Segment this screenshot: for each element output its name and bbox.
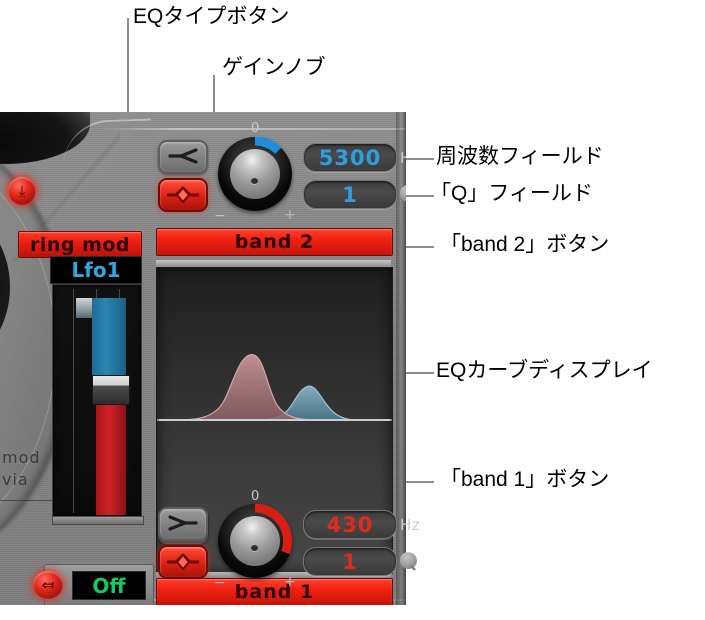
band2-frequency-unit: Hz <box>400 149 406 167</box>
band1-peak-type-button[interactable] <box>158 545 208 579</box>
lfo-source-display[interactable]: Lfo1 <box>50 256 142 284</box>
band-1-button-label: band 1 <box>234 581 315 603</box>
callout-line-eq-curve-display <box>402 372 434 374</box>
fader-base <box>52 516 144 525</box>
mod-via-value-display[interactable]: Off <box>72 571 146 600</box>
band1-shelf-type-button-wrap <box>158 507 208 541</box>
mod-via-divider <box>0 500 78 501</box>
band2-shelf-type-button[interactable] <box>158 140 208 174</box>
panel-top-highlight <box>100 128 406 130</box>
fader-tick <box>73 289 74 513</box>
knob-indicator-dot <box>251 178 258 184</box>
mod-via-label: mod via <box>2 447 41 491</box>
callout-line-q-field <box>402 195 434 197</box>
eq-curve-graph <box>157 353 392 421</box>
knob-indicator-dot <box>251 545 258 551</box>
band-1-button[interactable]: band 1 <box>156 578 393 605</box>
band2-q-unit-icon <box>400 185 406 202</box>
band2-frequency-value: 5300 <box>318 145 382 170</box>
callout-line-band-1-button <box>402 481 434 483</box>
callout-label-eq-curve-display: EQカーブディスプレイ <box>436 359 653 382</box>
band2-gain-plus-label: + <box>284 207 296 223</box>
knob-cap <box>230 516 280 566</box>
band2-q-field[interactable]: 1 <box>303 180 397 209</box>
callout-label-q-field: 「Q」フィールド <box>430 182 593 205</box>
lfo-source-label: Lfo1 <box>71 258 121 282</box>
band2-gain-knob[interactable] <box>218 137 292 211</box>
mod-via-value: Off <box>92 573 126 598</box>
callout-label-eq-type-button: EQタイプボタン <box>133 5 290 28</box>
band1-peak-type-button-wrap <box>158 545 208 579</box>
callout-label-band-1-button: 「band 1」ボタン <box>440 468 610 491</box>
callout-label-frequency-field: 周波数フィールド <box>436 145 604 168</box>
arrow-down-icon: ⤓ <box>18 182 26 200</box>
band1-q-value: 1 <box>342 549 358 574</box>
band1-gain-knob[interactable] <box>218 504 292 578</box>
band2-frequency-field[interactable]: 5300 <box>303 143 397 172</box>
knob-cap <box>230 149 280 199</box>
fader-range-tab[interactable] <box>76 298 93 318</box>
band2-peak-type-button[interactable] <box>158 178 208 212</box>
modulation-down-arrow-button[interactable]: ⤓ <box>8 177 36 205</box>
fader-handle[interactable] <box>92 375 130 405</box>
band1-frequency-field[interactable]: 430 <box>303 510 397 539</box>
callout-label-gain-knob: ゲインノブ <box>222 56 326 79</box>
fader-range-blue <box>92 298 126 388</box>
synth-body-recess <box>0 207 10 367</box>
band2-gain-zero-marker: 0 <box>251 121 260 136</box>
mod-via-back-button[interactable]: ⤆ <box>33 571 63 599</box>
band1-shelf-type-button[interactable] <box>158 507 208 541</box>
band1-frequency-value: 430 <box>326 512 374 537</box>
ring-mod-label: ring mod <box>29 233 131 256</box>
eq-shelf-icon <box>168 515 198 531</box>
ring-mod-button[interactable]: ring mod <box>18 231 142 258</box>
callout-line-band-2-button <box>402 246 434 248</box>
callout-label-band-2-button: 「band 2」ボタン <box>440 233 610 256</box>
band2-gain-arc <box>254 137 282 155</box>
band-2-button-label: band 2 <box>234 231 315 253</box>
band1-q-field[interactable]: 1 <box>303 547 397 576</box>
callout-line-eq-type-button <box>127 18 129 143</box>
band-2-button[interactable]: band 2 <box>156 228 393 256</box>
band2-q-value: 1 <box>342 182 358 207</box>
eq-peak-icon <box>167 553 199 571</box>
panel-right-rail <box>396 112 406 605</box>
eq-display-top-edge <box>156 260 391 267</box>
band2-gain-minus-label: − <box>214 208 226 224</box>
band-1-curve <box>157 353 392 421</box>
band1-gain-arc <box>254 504 292 555</box>
callout-line-frequency-field <box>402 158 434 160</box>
callout-line-gain-knob <box>213 75 215 133</box>
mod-via-label-line1: mod <box>2 448 41 467</box>
fader-range-red <box>96 402 126 515</box>
eq-peak-icon <box>167 186 199 204</box>
arrow-left-icon: ⤆ <box>41 576 55 594</box>
eq-display-bottom-edge <box>156 572 391 578</box>
mod-via-label-line2: via <box>2 470 29 489</box>
eq-shelf-icon <box>168 148 198 164</box>
